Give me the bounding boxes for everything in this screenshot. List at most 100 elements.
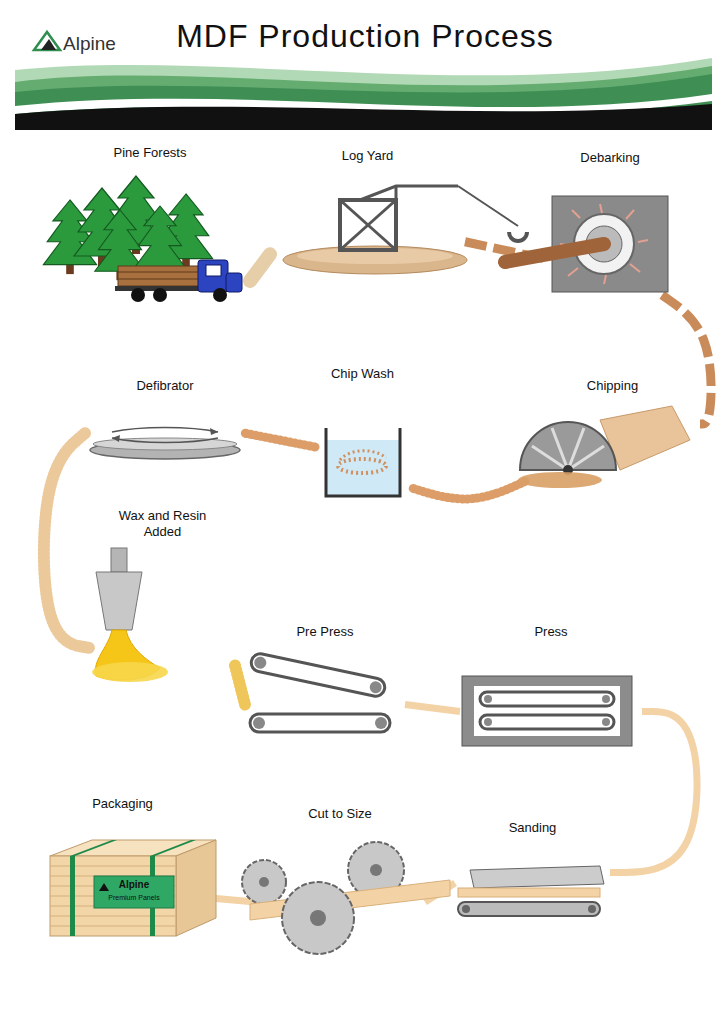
rotation-arrowhead <box>210 428 218 435</box>
board-line <box>50 916 176 917</box>
log-load <box>118 266 200 286</box>
roller <box>484 718 492 726</box>
rotation-arrow <box>112 428 218 433</box>
process-stage: Chip Wash <box>315 366 410 501</box>
roller <box>253 656 267 670</box>
logo-triangle <box>34 32 60 50</box>
resin-pool <box>92 662 168 682</box>
sanding-head <box>470 866 604 888</box>
package-text: Alpine <box>94 879 174 890</box>
process-stage: Press <box>460 624 642 749</box>
stack-front <box>50 856 176 936</box>
tree-crown <box>95 210 145 271</box>
pine-trees <box>43 176 212 280</box>
process-stage: Chipping <box>525 378 700 493</box>
material-flow <box>662 295 711 424</box>
roller <box>253 717 265 729</box>
stage-label: Pine Forests <box>114 145 187 161</box>
board-stack <box>50 840 216 936</box>
pre-press-belts <box>250 652 390 732</box>
chipper-disc <box>520 422 616 470</box>
knife <box>552 428 568 470</box>
log <box>505 244 604 262</box>
truck-cab <box>198 260 228 292</box>
board-line <box>50 866 176 867</box>
stage-label: Pre Press <box>296 624 353 640</box>
stage-label: Wax and Resin Added <box>108 508 218 539</box>
material-flow <box>405 705 460 712</box>
splinter <box>568 268 578 276</box>
process-stage: Pine Forests <box>50 145 250 305</box>
knife <box>568 446 604 470</box>
log-line <box>118 272 200 273</box>
roller <box>602 718 610 726</box>
stage-label: Packaging <box>92 796 153 812</box>
resin-nozzle <box>92 548 168 682</box>
chip-swirl <box>338 459 386 473</box>
splinter <box>600 204 602 213</box>
press-belt <box>480 715 614 729</box>
process-stage: Packaging <box>40 796 205 941</box>
crane-brace <box>340 200 396 250</box>
stack-side <box>176 840 216 936</box>
saws <box>242 842 450 954</box>
board-lines <box>50 866 176 926</box>
tree-crown <box>135 206 185 267</box>
log-yard <box>283 186 527 274</box>
stage-label: Sanding <box>509 820 557 836</box>
process-stage: Cut to Size <box>255 806 425 966</box>
diagram-title: MDF Production Process <box>120 18 610 55</box>
logo-text: Alpine <box>63 33 116 55</box>
splinter <box>630 264 640 272</box>
splinter <box>604 275 606 284</box>
wash-water <box>326 440 400 496</box>
material-flow <box>235 666 245 705</box>
process-stage: Debarking <box>545 150 675 295</box>
black-band <box>15 104 712 130</box>
splinter <box>626 210 634 219</box>
material-flow <box>44 433 90 648</box>
press-opening <box>474 686 620 736</box>
tank-wall <box>326 428 400 496</box>
lower-belt <box>250 714 390 732</box>
crane-brace <box>340 200 396 250</box>
hot-press <box>462 676 632 746</box>
strap <box>70 840 117 856</box>
saw-blade <box>282 882 354 954</box>
board-line <box>50 926 176 927</box>
process-stage: Log Yard <box>270 148 465 273</box>
roller <box>588 905 596 913</box>
nozzle-funnel <box>96 572 142 630</box>
crane-frame <box>340 200 396 250</box>
upper-belt <box>250 652 387 698</box>
saw-hub <box>370 864 382 876</box>
roller <box>369 680 383 694</box>
crane-grab <box>509 232 527 241</box>
log-line <box>118 279 200 280</box>
stage-label: Press <box>534 624 567 640</box>
roller <box>462 905 470 913</box>
roller <box>375 717 387 729</box>
saw-hub <box>259 877 269 887</box>
chip-wash-tank <box>326 428 400 496</box>
stage-label: Debarking <box>580 150 639 166</box>
truck-hood <box>226 273 242 292</box>
stage-label: Chip Wash <box>331 366 394 382</box>
debarker <box>505 196 668 292</box>
package-label <box>94 876 174 908</box>
process-stage: Defibrator <box>85 378 245 470</box>
press-frame <box>462 676 632 746</box>
rotation-arrowhead <box>112 435 120 442</box>
truck-window <box>206 265 221 276</box>
splinter <box>572 210 580 218</box>
wheel <box>131 288 145 302</box>
splinter <box>638 240 648 242</box>
strap <box>150 840 196 856</box>
chip-swirl <box>340 451 386 460</box>
header-band <box>15 58 712 130</box>
roller <box>484 695 492 703</box>
process-stage: Wax and Resin Added <box>90 508 235 683</box>
logo-triangle-inner <box>41 39 56 50</box>
